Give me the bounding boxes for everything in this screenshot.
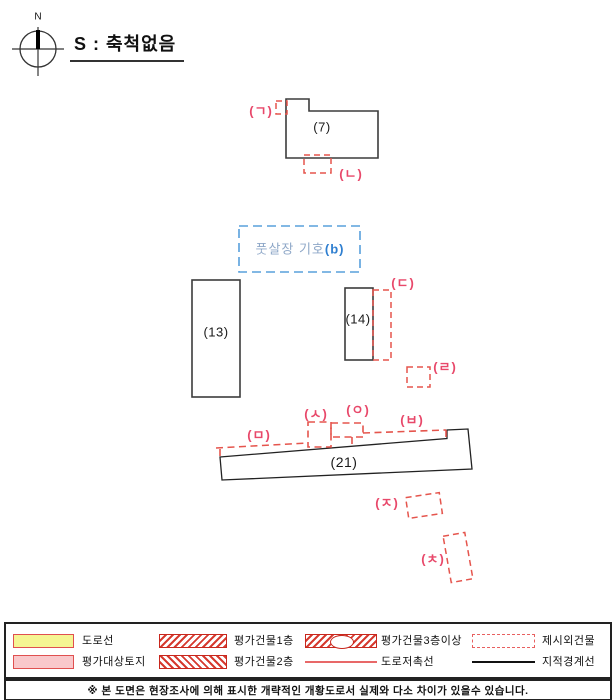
legend-road-line-label: 도로선 bbox=[82, 635, 114, 647]
extra-building-r-box bbox=[406, 366, 431, 388]
footer-note-text: ※ 본 도면은 현장조사에 의해 표시한 개략적인 개황도로서 실제와 다소 차… bbox=[87, 684, 529, 697]
marker-m-label: (ㅁ) bbox=[247, 427, 271, 443]
marker-d-label: (ㄷ) bbox=[391, 275, 415, 291]
legend-road-encroachment-line bbox=[305, 661, 377, 663]
marker-o-label: (ㅇ) bbox=[346, 402, 370, 418]
marker-ch-label: (ㅊ) bbox=[421, 551, 445, 567]
legend-extra-building-swatch bbox=[472, 634, 535, 648]
futsal-label-text: 풋살장 기호 bbox=[255, 241, 325, 257]
building-14-outline bbox=[344, 287, 374, 361]
legend-subject-land-swatch bbox=[13, 655, 74, 669]
road-encroachment-lines bbox=[215, 421, 447, 456]
marker-j-label: (ㅈ) bbox=[375, 495, 399, 511]
legend-subject-land-label: 평가대상토지 bbox=[82, 656, 146, 668]
marker-s-label: (ㅅ) bbox=[304, 406, 328, 422]
legend-building-2f-swatch bbox=[159, 655, 227, 669]
compass-north-label: N bbox=[34, 11, 42, 23]
futsal-label-symbol: (b) bbox=[324, 241, 345, 257]
building-13-label: (13) bbox=[203, 324, 229, 340]
building-14-label: (14) bbox=[345, 311, 371, 327]
marker-b-label: (ㅂ) bbox=[400, 412, 424, 428]
legend-building-3f-label: 평가건물3층이상 bbox=[381, 635, 462, 647]
marker-r-label: (ㄹ) bbox=[433, 359, 457, 375]
legend-road-encroachment-label: 도로저촉선 bbox=[381, 656, 435, 668]
futsal-area-box bbox=[238, 225, 361, 273]
building-7-outline bbox=[285, 98, 379, 159]
legend-cadastral-boundary-line bbox=[472, 661, 535, 663]
extra-building-n-box bbox=[303, 154, 332, 174]
road-21-label: (21) bbox=[330, 454, 358, 470]
extra-building-j-box bbox=[404, 491, 444, 520]
marker-n-label: (ㄴ) bbox=[339, 166, 363, 182]
legend-road-line-swatch bbox=[13, 634, 74, 648]
extra-building-g-box bbox=[275, 100, 288, 115]
legend-building-1f-label: 평가건물1층 bbox=[234, 635, 294, 647]
legend-cadastral-boundary-label: 지적경계선 bbox=[542, 656, 596, 668]
page-title: S : 축척없음 bbox=[70, 30, 185, 62]
legend-building-3f-ellipse bbox=[330, 635, 354, 649]
extra-building-d-box bbox=[372, 289, 392, 361]
road-21-outline bbox=[219, 428, 473, 481]
legend-building-1f-swatch bbox=[159, 634, 227, 648]
futsal-area-label: 풋살장 기호(b) bbox=[255, 239, 344, 258]
legend-building-2f-label: 평가건물2층 bbox=[234, 656, 294, 668]
legend: 도로선 평가건물1층 평가건물3층이상 제시외건물 평가대상토지 평가건물2층 … bbox=[4, 622, 612, 679]
legend-extra-building-label: 제시외건물 bbox=[542, 635, 596, 647]
building-7-label: (7) bbox=[313, 119, 331, 135]
extra-building-ch-box bbox=[442, 531, 474, 584]
footer-note-box: ※ 본 도면은 현장조사에 의해 표시한 개략적인 개황도로서 실제와 다소 차… bbox=[4, 679, 612, 700]
building-13-outline bbox=[191, 279, 241, 398]
compass-icon bbox=[12, 27, 64, 76]
marker-g-label: (ㄱ) bbox=[249, 103, 273, 119]
